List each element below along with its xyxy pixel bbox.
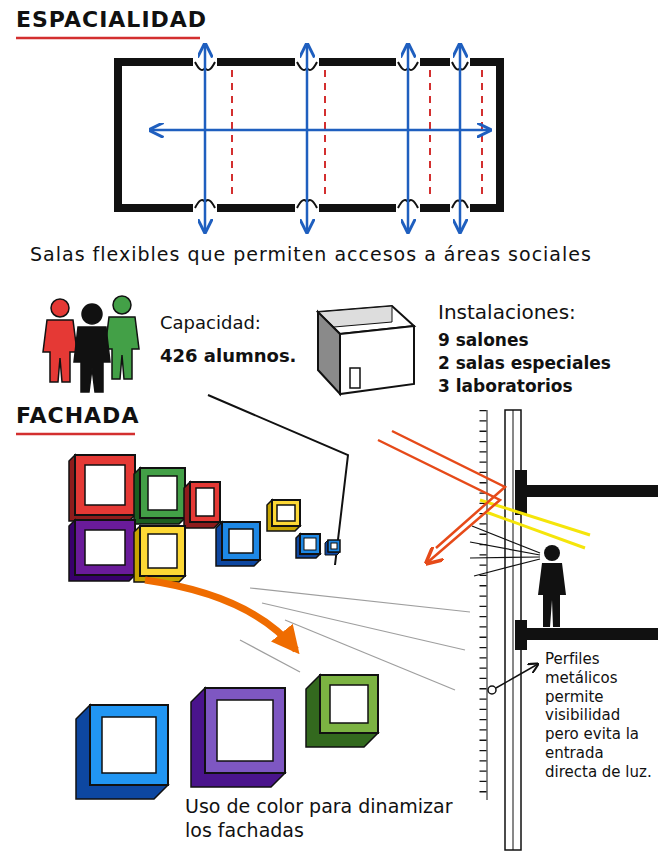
flexible-partition [232,70,482,200]
room-side [318,312,340,394]
circulation-arrow [407,44,410,232]
slab-edge [515,620,527,650]
light-line [486,512,585,548]
section-heading: FACHADA [16,402,196,430]
facade-box-cluster [69,455,340,582]
color-box [134,526,185,582]
facade-plane [208,395,348,565]
partition-line [429,70,431,200]
ruler-line [487,410,488,800]
color-box [134,468,185,524]
color-box [267,500,300,531]
circulation-arrow [306,44,309,232]
leader-line [496,664,538,688]
people-icon [43,296,139,392]
color-box [296,534,320,558]
color-box [69,520,135,581]
light-lines [480,500,590,548]
person-body [105,317,139,379]
partition-line [324,70,326,200]
heading-underline [16,37,200,40]
person-body [538,563,566,627]
facility-item: 2 salas especiales [438,353,650,374]
transition-arrow [145,580,296,650]
view-line [474,559,540,576]
view-lines [470,526,540,576]
facade-box-detail [76,675,378,799]
plan-wall [118,58,500,212]
section-heading: ESPACIALIDAD [16,6,236,34]
color-box [306,675,378,747]
room-front [340,326,414,394]
person-head [51,299,69,317]
profile-note: Perfiles metálicos permite visibilidad p… [545,650,653,781]
metal-profile-line [513,410,514,850]
color-box [191,688,285,787]
color-box [69,455,135,521]
facility-item: 3 laboratorios [438,376,650,397]
ruler-ticks [480,410,487,800]
circulation-arrow [150,129,490,132]
color-box [76,705,168,799]
capacity-label: Capacidad: [160,312,300,335]
circulation-arrow [459,44,462,232]
slab [515,628,658,640]
facilities-heading: Instalaciones: [438,300,650,325]
view-line [470,542,540,555]
view-line [470,557,540,558]
capacity-value: 426 alumnos. [160,345,300,368]
partition-line [231,70,233,200]
person-head [113,296,131,314]
person-head [82,304,102,324]
circulation-arrows [150,44,490,232]
slab-edge [515,470,527,515]
plan-note: Salas flexibles que permiten accesos a á… [30,243,640,267]
facility-item: 9 salones [438,330,650,351]
facade-note: Uso de color para dinamizar los fachadas [185,795,460,843]
person-head [544,545,560,561]
room-door [350,368,360,388]
floor-plan [118,44,500,232]
color-box [184,482,220,528]
person-body [43,320,77,382]
leader-dot [488,686,496,694]
color-box [216,522,260,566]
color-box [325,540,340,555]
person-body [74,327,110,392]
door-swing [195,62,468,208]
heading-underline [16,433,135,436]
sun-ray [392,431,505,548]
circulation-arrow [204,44,207,232]
room-icon [318,306,414,394]
partition-line [481,70,483,200]
sun-rays [378,431,505,562]
slab [515,485,658,497]
wall-section [378,410,658,850]
